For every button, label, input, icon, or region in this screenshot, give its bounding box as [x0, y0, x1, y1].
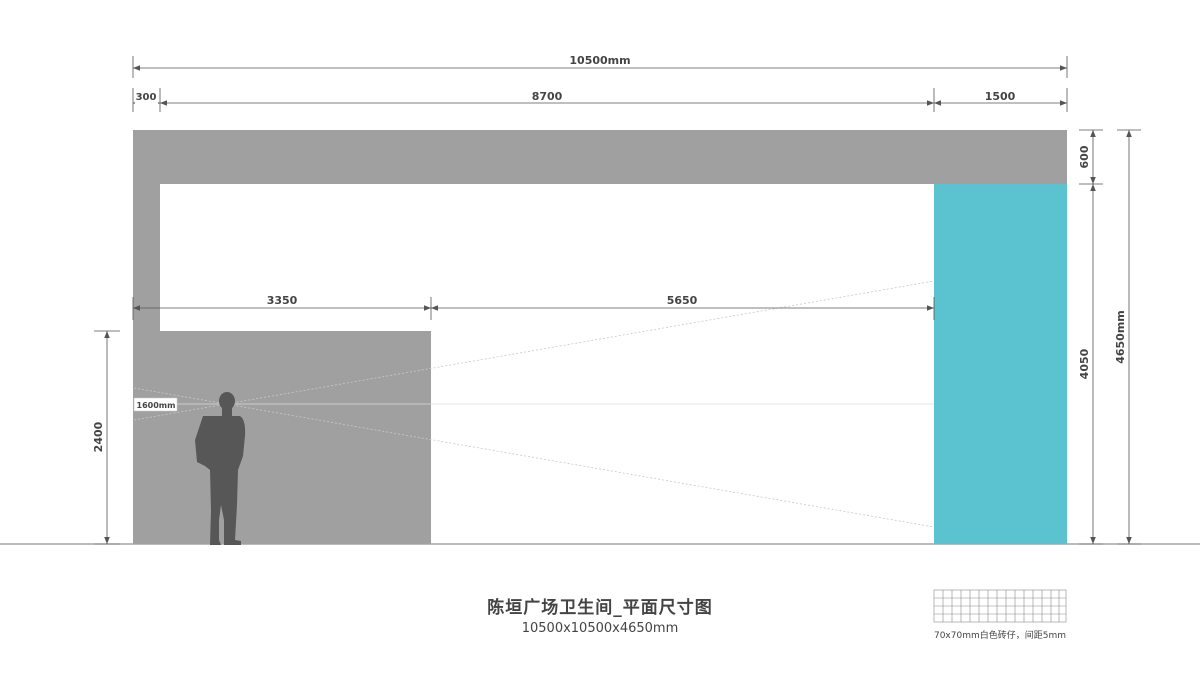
span-b-label: 5650: [667, 294, 698, 307]
person-silhouette: [195, 392, 246, 545]
height-panel-label: 4050: [1078, 348, 1091, 379]
overall-width-label: 10500mm: [569, 54, 630, 67]
eye-height-label: 1600mm: [137, 401, 176, 410]
segment-middle-label: 8700: [532, 90, 563, 103]
height-low-wall-label: 2400: [92, 421, 105, 452]
low-wall: [133, 331, 431, 544]
height-total-label: 4650mm: [1114, 310, 1127, 364]
dimension-lines: [104, 65, 1132, 544]
left-pillar: [133, 184, 160, 331]
span-a-label: 3350: [267, 294, 298, 307]
height-top-band-label: 600: [1078, 145, 1091, 168]
drawing-title: 陈垣广场卫生间_平面尺寸图: [487, 598, 713, 618]
tile-swatch: [933, 589, 1067, 623]
eye-height-badge: [133, 397, 178, 412]
segment-left-label: 300: [136, 92, 157, 103]
drawing-subtitle: 10500x10500x4650mm: [521, 621, 679, 636]
top-beam: [133, 130, 1067, 184]
teal-panel: [934, 184, 1067, 544]
segment-right-label: 1500: [985, 90, 1016, 103]
sight-lines: [133, 280, 935, 528]
tile-note: 70x70mm白色砖仔，间距5mm: [933, 631, 1067, 641]
